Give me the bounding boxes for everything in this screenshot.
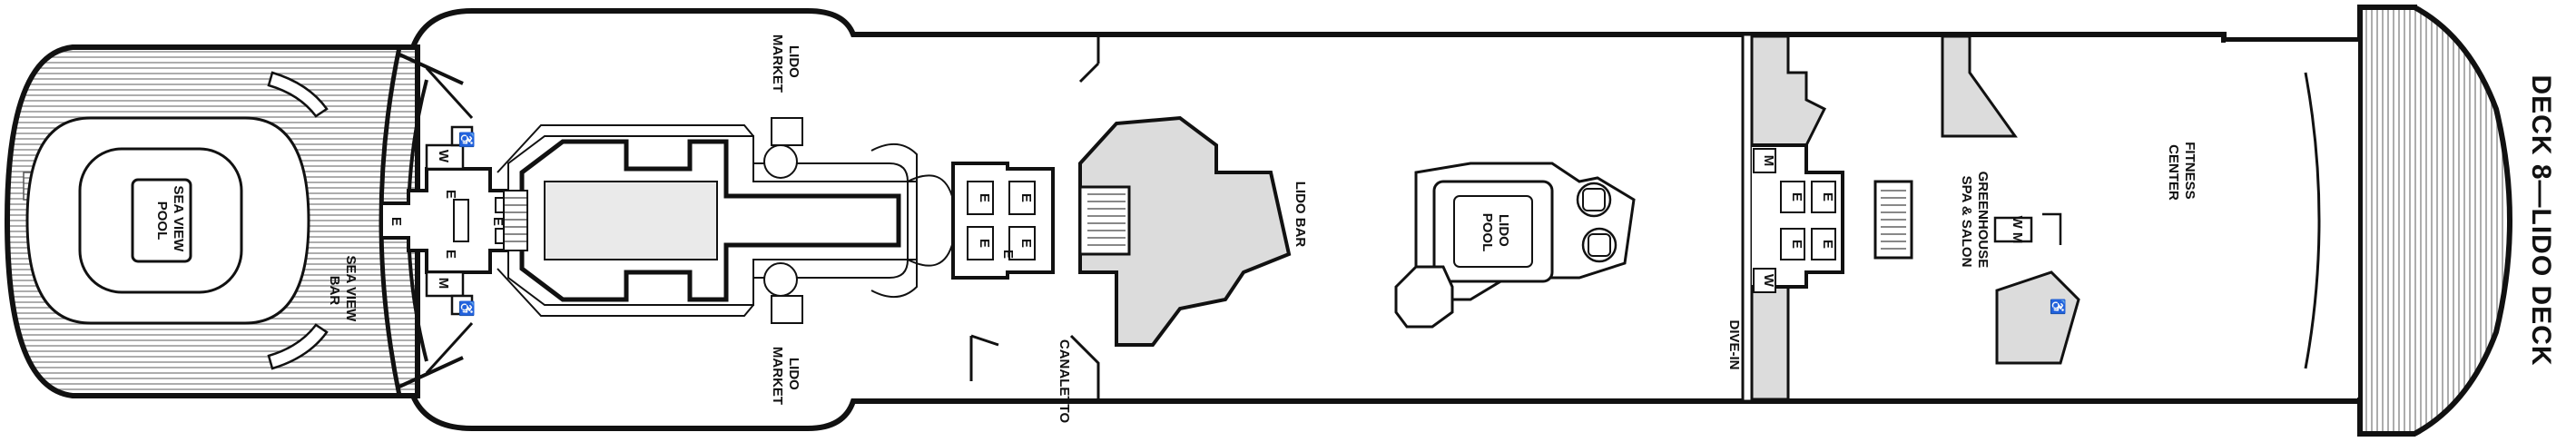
lido-market-bottom-label-1: LIDO	[786, 358, 801, 390]
lido-pool-label-1: LIDO	[1496, 214, 1511, 247]
restroom-icon: M	[1761, 155, 1776, 167]
elevator-icon: E	[1820, 240, 1835, 249]
lido-bar[interactable]: LIDO BAR	[1078, 115, 1308, 347]
accessible-restroom-icon: ♿	[458, 300, 475, 318]
elevator-icon: E	[388, 217, 404, 226]
restroom-icon: W	[1761, 274, 1776, 288]
elevator-icon: E	[1820, 192, 1835, 201]
svg-text:GREENHOUSE SPA & SALON: GREENHOUSE SPA & SALON	[1959, 172, 1991, 272]
sea-view-bar-label-1: SEA VIEW	[343, 256, 359, 323]
aft-core-markers: E E E E W M ♿ ♿	[388, 132, 506, 318]
elevator-icon: E	[443, 190, 458, 199]
midship-core: E E E E E	[951, 162, 1055, 280]
sea-view-bar-label-2: BAR	[327, 276, 342, 306]
greenhouse-spa[interactable]: W M ♿ GREENHOUSE SPA & SALON	[1941, 34, 2080, 365]
lido-pool-label-2: POOL	[1480, 213, 1495, 252]
elevator-icon: E	[1018, 193, 1034, 202]
aft-core	[379, 53, 528, 388]
svg-text:LIDO MARKET: LIDO MARKET	[770, 34, 801, 93]
canaletto-label: CANALETTO	[1057, 339, 1072, 424]
accessible-restroom-icon: ♿	[458, 132, 475, 149]
restroom-icon: W M	[2010, 216, 2025, 244]
svg-text:SEA VIEW BAR: SEA VIEW BAR	[327, 256, 359, 326]
lido-market-bottom-label-2: MARKET	[770, 347, 785, 405]
svg-text:SEA VIEW POOL: SEA VIEW POOL	[154, 186, 186, 256]
deck-title: DECK 8—LIDO DECK	[2526, 74, 2556, 366]
lido-market[interactable]: LIDO MARKET LIDO MARKET	[497, 34, 954, 405]
canaletto[interactable]: CANALETTO	[969, 36, 1100, 424]
lido-market-top-label-1: LIDO	[786, 45, 801, 78]
elevator-icon: E	[1000, 250, 1016, 259]
sun-loungers	[267, 71, 329, 370]
elevator-icon: E	[490, 217, 506, 226]
greenhouse-label-2: SPA & SALON	[1959, 176, 1974, 268]
elevator-icon: E	[1018, 239, 1034, 248]
lido-market-top-label-2: MARKET	[770, 34, 785, 93]
dive-in-label: DIVE-IN	[1726, 319, 1742, 369]
fitness-center-label-1: FITNESS	[2182, 142, 2197, 199]
elevator-icon: E	[977, 239, 992, 248]
sea-view-pool-label-2: POOL	[154, 201, 170, 241]
market-stair	[503, 190, 528, 251]
sea-view-pool[interactable]: SEA VIEW POOL	[23, 116, 310, 325]
svg-text:LIDO MARKET: LIDO MARKET	[770, 347, 801, 405]
svg-text:LIDO POOL: LIDO POOL	[1480, 213, 1511, 252]
sea-view-pool-label-1: SEA VIEW	[171, 186, 186, 253]
forward-stair	[1873, 180, 1913, 260]
dive-in[interactable]: DIVE-IN	[1726, 33, 1827, 403]
svg-text:FITNESS CENTER: FITNESS CENTER	[2166, 142, 2197, 203]
lido-bar-label: LIDO BAR	[1293, 182, 1308, 248]
lido-pool[interactable]: LIDO POOL	[1394, 162, 1636, 329]
elevator-icon: E	[1789, 192, 1804, 201]
forward-core: M W E E E E	[1752, 143, 1844, 293]
accessible-restroom-icon: ♿	[2050, 299, 2066, 316]
greenhouse-label-1: GREENHOUSE	[1975, 172, 1991, 269]
restroom-icon: M	[436, 278, 451, 290]
fwd-deck	[2226, 5, 2512, 437]
fitness-center-label-2: CENTER	[2166, 144, 2181, 201]
elevator-icon: E	[1789, 240, 1804, 249]
elevator-icon: E	[977, 193, 992, 202]
fitness-center[interactable]: FITNESS CENTER	[2166, 142, 2197, 203]
elevator-icon: E	[443, 250, 458, 259]
restroom-icon: W	[436, 150, 451, 163]
